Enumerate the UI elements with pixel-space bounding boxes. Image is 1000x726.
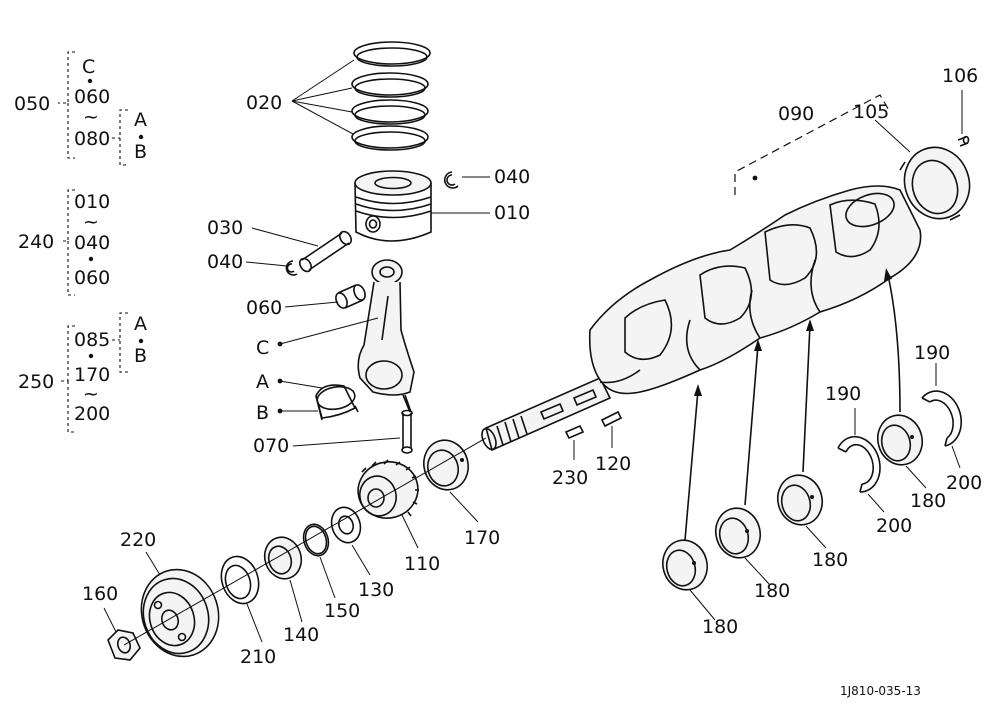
label-B: B bbox=[256, 402, 269, 424]
label-180-1: 180 bbox=[702, 616, 738, 638]
collar-140 bbox=[263, 536, 303, 580]
legend-250-tilde: ~ bbox=[83, 383, 99, 405]
legend-050-sub-top: A bbox=[134, 109, 147, 131]
legend-240-bracket bbox=[60, 189, 75, 296]
legend-240: 240 010 ~ 040 060 bbox=[18, 189, 110, 296]
label-130: 130 bbox=[358, 579, 394, 601]
conrod-bolt bbox=[401, 409, 413, 454]
crankshaft-gear bbox=[357, 459, 419, 519]
thrust-washer-190-right bbox=[921, 390, 963, 447]
small-end-bushing bbox=[335, 284, 366, 309]
legend-050-top: C bbox=[82, 56, 95, 78]
legend-050-bot: 080 bbox=[74, 128, 110, 150]
label-160: 160 bbox=[82, 583, 118, 605]
legend-250-code: 250 bbox=[18, 371, 54, 393]
main-bearing-2 bbox=[714, 507, 762, 559]
label-180-4: 180 bbox=[910, 490, 946, 512]
label-040-upper: 040 bbox=[494, 166, 530, 188]
label-170: 170 bbox=[464, 527, 500, 549]
legend-050-tilde: ~ bbox=[83, 106, 99, 128]
label-190-left: 190 bbox=[825, 383, 861, 405]
label-020: 020 bbox=[246, 92, 282, 114]
label-A: A bbox=[256, 371, 269, 393]
legend-050-sub-bracket bbox=[112, 109, 128, 166]
legend-250-sub-bot: B bbox=[134, 345, 147, 367]
crankshaft-bushing-170 bbox=[422, 439, 470, 491]
main-bearing-3 bbox=[776, 474, 824, 526]
connecting-rod bbox=[357, 259, 415, 413]
feather-key-230 bbox=[564, 424, 585, 440]
label-070: 070 bbox=[253, 435, 289, 457]
legend-050-bracket bbox=[58, 51, 75, 159]
label-150: 150 bbox=[324, 600, 360, 622]
legend-050-mid: 060 bbox=[74, 86, 110, 108]
legend-050-dot bbox=[87, 78, 93, 84]
legend-050-code: 050 bbox=[14, 93, 50, 115]
legend-240-code: 240 bbox=[18, 231, 54, 253]
circlip-upper bbox=[443, 171, 459, 189]
label-060: 060 bbox=[246, 297, 282, 319]
legend-250-sub-bracket bbox=[112, 312, 128, 373]
legend-240-v3: 060 bbox=[74, 267, 110, 289]
thrust-washer-190-left bbox=[837, 435, 881, 493]
label-105: 105 bbox=[853, 101, 889, 123]
label-C: C bbox=[256, 337, 269, 359]
legend-050-sub-dot bbox=[138, 134, 144, 140]
label-220: 220 bbox=[120, 529, 156, 551]
legend-240-v2: 040 bbox=[74, 232, 110, 254]
piston bbox=[354, 170, 432, 242]
label-120: 120 bbox=[595, 453, 631, 475]
crankshaft-assembly-bracket bbox=[734, 94, 891, 195]
label-140: 140 bbox=[283, 624, 319, 646]
assembly-axis bbox=[123, 437, 487, 646]
legend-250-sub-dot bbox=[138, 338, 144, 344]
piston-pin bbox=[298, 230, 353, 273]
legend-250-dot bbox=[88, 353, 94, 359]
legend-250-v1: 085 bbox=[74, 329, 110, 351]
legend-250-v2: 170 bbox=[74, 364, 110, 386]
drawing-reference-number: 1J810-035-13 bbox=[840, 684, 921, 698]
legend-240-tilde: ~ bbox=[83, 211, 99, 233]
crankshaft-pin bbox=[957, 135, 970, 147]
label-200-left: 200 bbox=[876, 515, 912, 537]
label-030: 030 bbox=[207, 217, 243, 239]
main-bearing-1 bbox=[661, 539, 709, 591]
crankshaft-sleeve bbox=[899, 146, 971, 221]
conrod-bearing bbox=[315, 384, 359, 421]
label-106: 106 bbox=[942, 65, 978, 87]
legend-250-v3: 200 bbox=[74, 403, 110, 425]
label-200-right: 200 bbox=[946, 472, 982, 494]
legend-250-sub-top: A bbox=[134, 313, 147, 335]
label-230: 230 bbox=[552, 467, 588, 489]
legend-050: 050 C 060 ~ 080 A B bbox=[14, 51, 147, 166]
label-190-right: 190 bbox=[914, 342, 950, 364]
crankshaft bbox=[481, 175, 922, 452]
legend-240-v1: 010 bbox=[74, 191, 110, 213]
legend-250: 250 085 170 ~ 200 A B bbox=[18, 312, 147, 433]
legend-240-dot bbox=[88, 256, 94, 262]
label-180-3: 180 bbox=[812, 549, 848, 571]
label-090: 090 bbox=[778, 103, 814, 125]
feather-key-120 bbox=[600, 410, 623, 428]
legend-050-sub-bot: B bbox=[134, 141, 147, 163]
label-040-lower: 040 bbox=[207, 251, 243, 273]
label-010: 010 bbox=[494, 202, 530, 224]
legend-250-bracket bbox=[60, 325, 75, 433]
thrust-washer-130 bbox=[330, 506, 362, 544]
label-210: 210 bbox=[240, 646, 276, 668]
bearing-insertion-arrows bbox=[684, 268, 901, 541]
label-110: 110 bbox=[404, 553, 440, 575]
circlip-lower bbox=[285, 260, 298, 276]
oil-seal-210 bbox=[220, 555, 260, 605]
main-bearing-4 bbox=[876, 414, 924, 466]
o-ring-150 bbox=[302, 523, 330, 557]
label-180-2: 180 bbox=[754, 580, 790, 602]
piston-rings bbox=[291, 41, 431, 151]
